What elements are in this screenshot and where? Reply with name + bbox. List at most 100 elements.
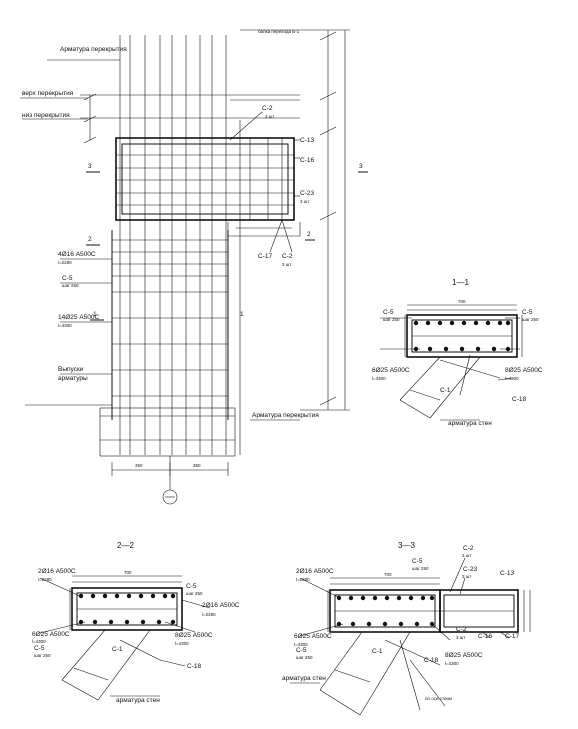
section-3-3-title: 3—3 bbox=[398, 541, 415, 550]
section-1-1-rebar-right: 8Ø25 А500С bbox=[505, 367, 543, 374]
rebar-16-length: l=2280 bbox=[58, 260, 72, 265]
column-outline bbox=[111, 230, 229, 420]
section-3-3-c23: С-23 bbox=[463, 566, 477, 573]
section-1-1-wall bbox=[399, 354, 501, 419]
section-3-3-c23-qty: 3 шт bbox=[462, 574, 471, 579]
section-2-2-title: 2—2 bbox=[117, 541, 134, 550]
section-1-1-rebar-left-len: l=4300 bbox=[372, 376, 386, 381]
section-mark-1-left: 1 bbox=[93, 311, 97, 318]
section-3-3-rebar25-left-len: l=4300 bbox=[294, 642, 308, 647]
section-1-1-c5-right: С-5 bbox=[522, 309, 533, 316]
section-3-3-rebar25-left: 6Ø25 А500С bbox=[294, 633, 332, 640]
section-2-2-dims bbox=[69, 575, 182, 630]
section-2-2-rebar25-left: 6Ø25 А500С bbox=[32, 631, 70, 638]
c23-label: С-23 bbox=[300, 190, 314, 197]
section-1-1-rebar-left: 6Ø25 А500С bbox=[372, 367, 410, 374]
section-3-3-c18: С-18 bbox=[424, 657, 438, 664]
section-2-2-c18: С-18 bbox=[187, 663, 201, 670]
section-2-2-c5: С-5 bbox=[186, 583, 197, 590]
floor-bottom-label: низ перекрытия bbox=[22, 112, 70, 119]
section-3-3-c5b: С-5 bbox=[296, 647, 307, 654]
rebar-16-label: 4Ø16 А500С bbox=[58, 251, 96, 258]
c16-label: С-16 bbox=[300, 157, 314, 164]
section-3-3-c2-qty: 3 шт bbox=[462, 553, 471, 558]
elevation-leaders bbox=[20, 59, 300, 421]
beam-label: балка перехода Б-1 bbox=[258, 29, 300, 34]
section-2-2-rebar16-left: 2Ø16 А500С bbox=[38, 568, 76, 575]
section-1-1-c5-left: С-5 bbox=[383, 309, 394, 316]
dimension-bottom bbox=[111, 456, 229, 505]
section-2-2-c5b-step: шаг 250 bbox=[34, 653, 51, 658]
section-3-3-c16: С-16 bbox=[478, 633, 492, 640]
section-2-2-rebar16-left-len: l=2280 bbox=[38, 577, 52, 582]
section-3-3-rebar16: 2Ø16 А500С bbox=[296, 568, 334, 575]
floor-top-label: верх перекрытия bbox=[22, 90, 74, 97]
section-2-2-walls: арматура стен bbox=[116, 697, 160, 704]
section-3-3 bbox=[290, 557, 531, 716]
section-2-2-dim: 700 bbox=[124, 570, 132, 575]
section-3-3-rebar16-len: l=2280 bbox=[296, 577, 310, 582]
section-1-1-dim: 700 bbox=[458, 299, 466, 304]
c5-label: С-5 bbox=[62, 275, 73, 282]
c2-qty: 3 шт bbox=[265, 114, 274, 119]
c17-label: С-17 bbox=[258, 253, 272, 260]
section-3-3-c2: С-2 bbox=[463, 545, 474, 552]
outlets-label-2: арматуры bbox=[58, 375, 88, 382]
rebar-floor-top-label: Арматура перекрытия bbox=[60, 46, 127, 53]
dim-left: 350 bbox=[135, 463, 143, 468]
section-2-2-rebar16-right-len: l=2280 bbox=[202, 612, 216, 617]
c2b-label: С-2 bbox=[282, 253, 293, 260]
section-3-3-c17: С-17 bbox=[505, 633, 519, 640]
dim-right: 350 bbox=[193, 463, 201, 468]
c23-qty: 3 шт bbox=[300, 199, 309, 204]
section-3-3-c5-step: шаг 250 bbox=[412, 566, 429, 571]
section-3-3-dim: 700 bbox=[384, 572, 392, 577]
top-slab-lines bbox=[80, 94, 300, 119]
section-3-3-rebar25-right: 8Ø25 А500С bbox=[445, 652, 483, 659]
dimension-left bbox=[83, 93, 97, 144]
c2-label: С-2 bbox=[262, 105, 273, 112]
section-2-2-c5-step: шаг 250 bbox=[186, 591, 203, 596]
section-2-2-rebar25-right-len: l=4300 bbox=[175, 641, 189, 646]
section-mark-2-left: 2 bbox=[88, 236, 92, 243]
section-1-1-title: 1—1 bbox=[452, 278, 469, 287]
bottom-slab bbox=[99, 407, 236, 457]
section-3-3-c2b: С-2 bbox=[456, 626, 467, 633]
section-1-1-leaders bbox=[380, 317, 520, 421]
column-ties bbox=[112, 239, 228, 397]
section-mark-1-right: 1 bbox=[240, 311, 244, 318]
section-3-3-leaders bbox=[290, 557, 511, 684]
section-3-3-c5b-step: шаг 250 bbox=[296, 655, 313, 660]
section-2-2-rebar25-right: 8Ø25 А500С bbox=[175, 632, 213, 639]
section-2-2-bars bbox=[78, 593, 176, 625]
c5-step: шаг 250 bbox=[62, 283, 79, 288]
rebar-floor-bottom-label: Арматура перекрытия bbox=[252, 412, 319, 419]
section-3-3-rebar25-right-len: l=4300 bbox=[445, 661, 459, 666]
section-2-2-wall bbox=[61, 629, 161, 701]
section-3-3-bars bbox=[336, 595, 435, 627]
section-1-1 bbox=[380, 304, 523, 421]
transfer-beam bbox=[115, 137, 295, 221]
section-mark-2-right: 2 bbox=[307, 231, 311, 238]
section-3-3-wall bbox=[319, 631, 446, 716]
section-2-2-rebar16-right: 2Ø16 А500С bbox=[202, 602, 240, 609]
c2b-qty: 3 шт bbox=[282, 262, 291, 267]
section-2-2-leaders bbox=[39, 577, 211, 697]
section-1-1-walls: арматура стен bbox=[448, 420, 492, 427]
section-1-1-dims bbox=[404, 304, 523, 357]
section-3-3-c13: С-13 bbox=[500, 570, 514, 577]
section-3-3-wall-axis: по оси стены bbox=[425, 696, 452, 701]
section-2-2-c1: С-1 bbox=[112, 646, 123, 653]
section-1-1-c5-left-step: шаг 250 bbox=[383, 317, 400, 322]
rebar-25-label: 14Ø25 А500С bbox=[58, 314, 100, 321]
elevation-view bbox=[20, 29, 368, 505]
section-1-1-c5-right-step: шаг 250 bbox=[522, 317, 539, 322]
section-3-3-dims bbox=[327, 577, 531, 632]
section-3-3-c2b-qty: 3 шт bbox=[456, 635, 465, 640]
section-3-3-c5: С-5 bbox=[412, 558, 423, 565]
beam-hooks bbox=[227, 222, 301, 237]
section-3-3-c1: С-1 bbox=[372, 648, 383, 655]
section-markers bbox=[86, 171, 368, 321]
column-vertical-bars bbox=[119, 35, 241, 455]
